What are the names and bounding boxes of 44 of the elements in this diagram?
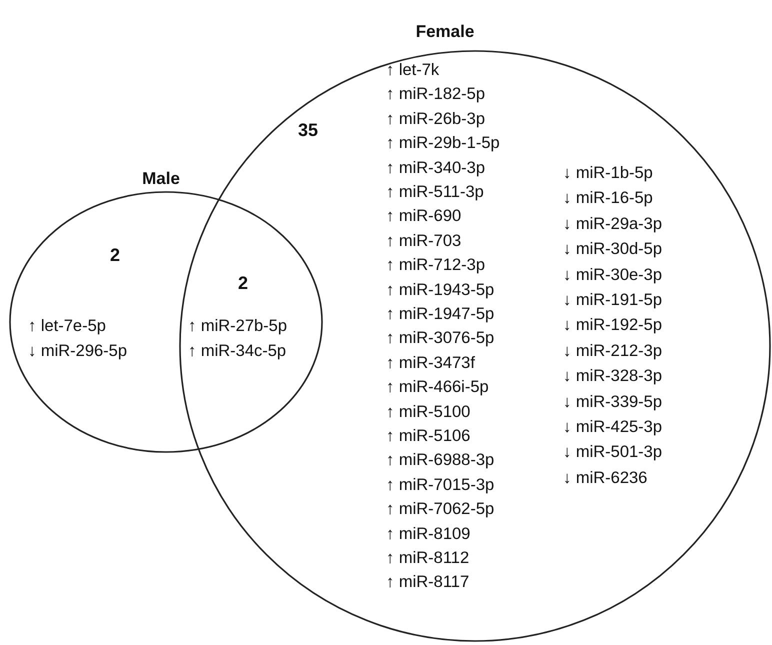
mirna-label: ↑ miR-340-3p bbox=[386, 158, 486, 178]
mirna-label: ↓ miR-191-5p bbox=[563, 290, 662, 310]
mirna-label: ↓ miR-16-5p bbox=[563, 188, 653, 208]
mirna-label: ↑ miR-27b-5p bbox=[188, 316, 288, 336]
mirna-label: ↑ miR-1947-5p bbox=[386, 304, 494, 324]
mirna-label: ↓ miR-425-3p bbox=[563, 417, 662, 437]
mirna-label: ↓ miR-6236 bbox=[563, 468, 648, 488]
mirna-label: ↑ miR-3076-5p bbox=[386, 328, 494, 348]
mirna-label: ↑ miR-712-3p bbox=[386, 255, 486, 276]
mirna-label: ↑ miR-8117 bbox=[386, 572, 470, 592]
mirna-label: ↑ miR-6988-3p bbox=[386, 450, 494, 470]
mirna-label: ↓ miR-30d-5p bbox=[563, 239, 662, 260]
mirna-label: ↑ miR-29b-1-5p bbox=[386, 133, 500, 154]
mirna-label: ↓ miR-1b-5p bbox=[563, 163, 653, 183]
count-label: 2 bbox=[238, 273, 248, 293]
mirna-label: ↓ miR-501-3p bbox=[563, 442, 662, 462]
mirna-label: ↑ let-7e-5p bbox=[28, 316, 106, 336]
mirna-label: ↑ miR-690 bbox=[386, 206, 462, 226]
mirna-label: ↑ miR-7062-5p bbox=[386, 499, 494, 520]
mirna-label: ↓ miR-296-5p bbox=[28, 341, 128, 361]
mirna-label: ↓ miR-339-5p bbox=[563, 392, 662, 412]
mirna-label: ↓ miR-192-5p bbox=[563, 315, 662, 336]
mirna-label: ↑ miR-5100 bbox=[386, 402, 470, 422]
mirna-label: ↓ miR-212-3p bbox=[563, 340, 662, 361]
count-label: 2 bbox=[110, 245, 120, 265]
count-label: 35 bbox=[298, 120, 318, 140]
mirna-label: ↑ miR-7015-3p bbox=[386, 474, 494, 495]
mirna-label: ↓ miR-30e-3p bbox=[563, 264, 662, 285]
mirna-label: ↑ miR-1943-5p bbox=[386, 280, 494, 300]
mirna-label: ↑ miR-5106 bbox=[386, 426, 470, 446]
mirna-label: ↑ miR-3473f bbox=[386, 352, 475, 373]
mirna-label: ↑ miR-8112 bbox=[386, 548, 470, 568]
mirna-label: ↑ let-7k bbox=[386, 60, 440, 80]
mirna-label: ↑ miR-26b-3p bbox=[386, 108, 486, 129]
mirna-label: ↑ miR-703 bbox=[386, 230, 462, 251]
mirna-label: ↑ miR-466i-5p bbox=[386, 377, 489, 398]
set-title: Male bbox=[142, 169, 180, 189]
mirna-label: ↓ miR-29a-3p bbox=[563, 214, 662, 234]
set-title: Female bbox=[416, 22, 474, 42]
mirna-label: ↑ miR-511-3p bbox=[386, 182, 484, 202]
mirna-label: ↑ miR-34c-5p bbox=[188, 341, 286, 361]
mirna-label: ↓ miR-328-3p bbox=[563, 366, 662, 386]
mirna-label: ↑ miR-182-5p bbox=[386, 84, 486, 104]
mirna-label: ↑ miR-8109 bbox=[386, 524, 470, 544]
